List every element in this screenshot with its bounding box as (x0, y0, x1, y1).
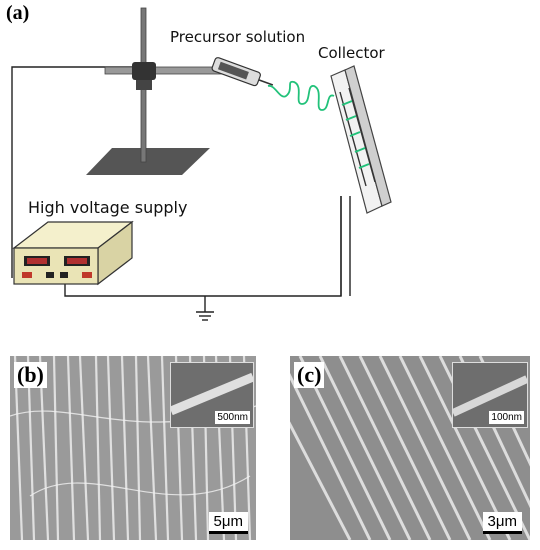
nanofibers-c (290, 356, 530, 540)
collector-plate (330, 65, 392, 296)
inset-scale-c: 100nm (489, 411, 524, 424)
collector-label: Collector (318, 44, 385, 62)
inset-b: 500nm (170, 362, 254, 428)
nanofibers-b (10, 356, 256, 540)
sem-image-c: (c) 100nm 3μm (290, 356, 530, 540)
wire-left (11, 66, 135, 278)
high-voltage-supply-label: High voltage supply (28, 198, 188, 217)
high-voltage-supply-icon (12, 220, 134, 286)
ground-icon (196, 311, 214, 321)
inset-scale-b: 500nm (215, 411, 250, 424)
syringe-icon (211, 57, 274, 87)
electrospinning-diagram (11, 7, 392, 321)
stand-base (86, 148, 210, 175)
stand-clamp-lower (136, 80, 152, 90)
inset-c: 100nm (452, 362, 528, 428)
stand-clamp (132, 62, 156, 80)
panel-label-b: (b) (14, 362, 47, 388)
precursor-solution-label: Precursor solution (170, 28, 306, 46)
stand-arm (104, 66, 226, 75)
panel-label-c: (c) (294, 362, 325, 388)
scalebar-c: 3μm (482, 512, 522, 534)
polymer-jet (267, 80, 335, 111)
panel-label-a: (a) (6, 2, 30, 24)
scalebar-b: 5μm (208, 512, 248, 534)
sem-image-b: (b) 500nm 5μm (10, 356, 256, 540)
